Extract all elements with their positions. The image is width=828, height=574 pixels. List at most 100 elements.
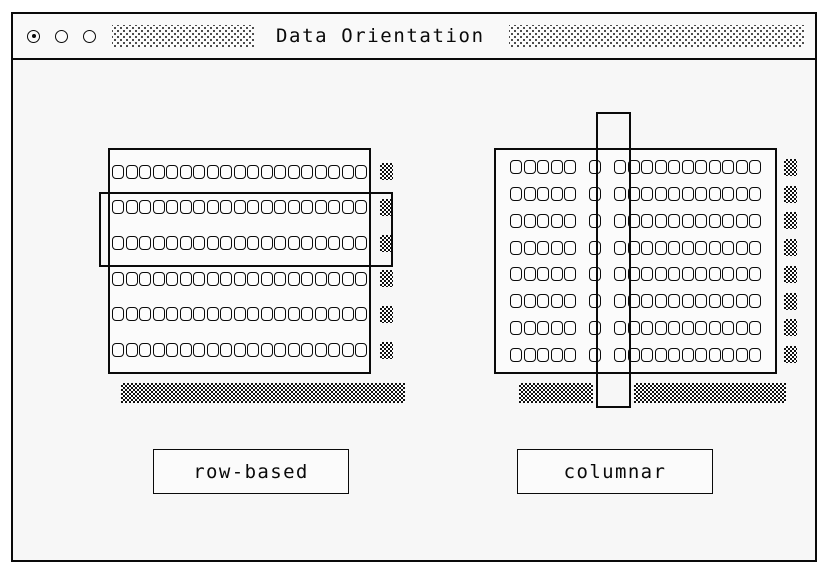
cell-group <box>510 240 576 255</box>
data-cell <box>287 271 300 286</box>
data-cell <box>287 164 300 179</box>
record-dot-icon <box>31 34 36 38</box>
data-cell <box>537 213 549 228</box>
data-cell <box>314 164 327 179</box>
window-control-right-icon[interactable] <box>83 29 96 43</box>
data-cell <box>735 187 748 202</box>
data-cell <box>695 187 707 202</box>
data-cell <box>166 236 178 251</box>
cell-group <box>614 160 761 175</box>
data-cell <box>152 200 165 215</box>
table-row <box>110 164 369 179</box>
columnar-side-markers <box>784 150 797 372</box>
data-cell <box>328 307 340 322</box>
cell-group <box>589 187 601 202</box>
data-cell <box>589 240 601 255</box>
titlebar-dot-pattern-left <box>112 25 254 47</box>
data-cell <box>355 307 367 322</box>
data-cell <box>125 343 138 358</box>
data-cell <box>260 200 273 215</box>
data-cell <box>708 240 721 255</box>
data-cell <box>654 294 667 309</box>
data-cell <box>695 320 707 335</box>
row-storage-marker <box>784 292 797 310</box>
data-cell <box>722 294 734 309</box>
data-cell <box>564 160 576 175</box>
data-cell <box>537 160 549 175</box>
data-cell <box>749 187 761 202</box>
data-cell <box>301 271 313 286</box>
data-cell <box>681 294 694 309</box>
data-cell <box>589 347 601 362</box>
data-cell <box>510 213 522 228</box>
data-cell <box>274 236 286 251</box>
data-cell <box>139 200 151 215</box>
table-row <box>496 187 775 202</box>
window-titlebar: Data Orientation <box>13 14 815 60</box>
data-cell <box>654 187 667 202</box>
data-cell <box>564 213 576 228</box>
window-control-middle-icon[interactable] <box>55 29 68 43</box>
data-cell <box>125 271 138 286</box>
data-cell <box>708 213 721 228</box>
data-cell <box>341 307 354 322</box>
data-cell <box>564 240 576 255</box>
data-cell <box>193 164 205 179</box>
data-cell <box>708 294 721 309</box>
data-cell <box>641 267 653 282</box>
cell-group <box>589 267 601 282</box>
data-cell <box>681 213 694 228</box>
cell-group <box>589 320 601 335</box>
row-based-label: row-based <box>153 449 349 494</box>
row-storage-marker <box>380 198 393 216</box>
data-cell <box>125 200 138 215</box>
cell-group <box>112 200 367 215</box>
data-cell <box>749 267 761 282</box>
data-cell <box>641 160 653 175</box>
data-cell <box>274 200 286 215</box>
data-cell <box>166 343 178 358</box>
data-cell <box>654 160 667 175</box>
data-cell <box>139 236 151 251</box>
window-title: Data Orientation <box>276 25 485 47</box>
data-cell <box>193 307 205 322</box>
data-cell <box>152 271 165 286</box>
data-cell <box>301 236 313 251</box>
data-cell <box>510 240 522 255</box>
row-storage-marker <box>784 212 797 230</box>
data-cell <box>523 320 536 335</box>
data-cell <box>735 213 748 228</box>
data-cell <box>537 294 549 309</box>
data-cell <box>722 267 734 282</box>
cell-group <box>614 347 761 362</box>
data-cell <box>564 294 576 309</box>
row-based-storage-bar <box>121 383 405 403</box>
data-cell <box>681 160 694 175</box>
data-cell <box>233 236 246 251</box>
data-cell <box>510 267 522 282</box>
data-cell <box>328 164 340 179</box>
data-cell <box>681 347 694 362</box>
window-control-record-icon[interactable] <box>27 29 40 43</box>
data-cell <box>523 294 536 309</box>
titlebar-dot-pattern-right <box>508 25 805 47</box>
data-cell <box>627 240 640 255</box>
data-cell <box>641 187 653 202</box>
data-cell <box>328 236 340 251</box>
cell-group <box>589 240 601 255</box>
cell-group <box>112 343 367 358</box>
row-storage-marker <box>784 239 797 257</box>
data-cell <box>668 240 680 255</box>
data-cell <box>287 343 300 358</box>
columnar-storage-bar-right <box>634 383 786 403</box>
data-cell <box>550 240 563 255</box>
table-row <box>110 236 369 251</box>
data-cell <box>589 213 601 228</box>
data-cell <box>614 213 626 228</box>
data-cell <box>523 213 536 228</box>
data-cell <box>152 307 165 322</box>
data-cell <box>550 267 563 282</box>
data-cell <box>260 271 273 286</box>
data-cell <box>654 267 667 282</box>
data-cell <box>166 200 178 215</box>
